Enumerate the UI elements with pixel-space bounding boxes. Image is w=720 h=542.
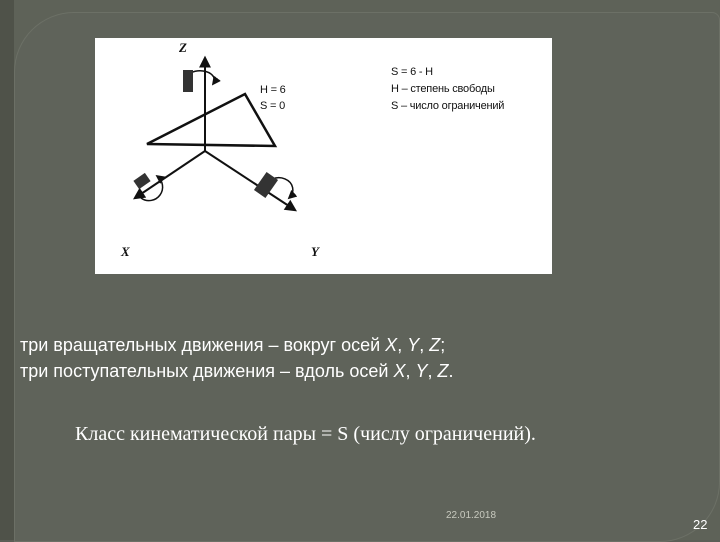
- translation-sep-2: ,: [427, 361, 438, 381]
- z-translation-block: [183, 70, 193, 92]
- legend-h: H – степень свободы: [391, 83, 495, 95]
- rotation-axis-x: X: [385, 335, 398, 355]
- translation-end: .: [448, 361, 454, 381]
- rotation-sep-2: ,: [419, 335, 430, 355]
- translation-axis-x: X: [393, 361, 406, 381]
- x-rotation-arrow: [140, 174, 166, 202]
- slide-date: 22.01.2018: [446, 510, 497, 521]
- page-number: 22: [693, 517, 708, 532]
- s-value-label: S = 0: [260, 100, 285, 112]
- x-axis-label: X: [121, 244, 130, 259]
- kinematic-diagram: Z X Y H = 6 S = 0 S = 6 - H H – степень …: [95, 38, 552, 274]
- translation-sep-1: ,: [405, 361, 416, 381]
- kinematic-pair-class-text: Класс кинематической пары = S (числу огр…: [75, 423, 536, 445]
- rotation-axis-y: Y: [407, 335, 420, 355]
- x-axis-line: [133, 150, 206, 200]
- y-axis-label: Y: [311, 244, 319, 259]
- rotation-line: три вращательных движения – вокруг осей …: [20, 335, 445, 356]
- translation-axis-y: Y: [415, 361, 428, 381]
- translation-line: три поступательных движения – вдоль осей…: [20, 361, 454, 382]
- translation-text: три поступательных движения – вдоль осей: [20, 361, 394, 381]
- z-axis-label: Z: [179, 40, 187, 55]
- h-value-label: H = 6: [260, 84, 286, 96]
- rotation-sep-1: ,: [397, 335, 408, 355]
- formula-label: S = 6 - H: [391, 66, 433, 78]
- rotation-text: три вращательных движения – вокруг осей: [20, 335, 386, 355]
- rotation-axis-z: Z: [429, 335, 441, 355]
- triangle-body: [146, 92, 278, 148]
- rotation-end: ;: [440, 335, 446, 355]
- y-axis-line: [204, 150, 298, 212]
- translation-axis-z: Z: [437, 361, 449, 381]
- kinematic-diagram-svg: [133, 55, 298, 212]
- slide-edge-shadow: [0, 0, 14, 540]
- x-translation-block: [133, 172, 151, 190]
- legend-s: S – число ограничений: [391, 100, 505, 112]
- y-translation-block: [253, 171, 279, 199]
